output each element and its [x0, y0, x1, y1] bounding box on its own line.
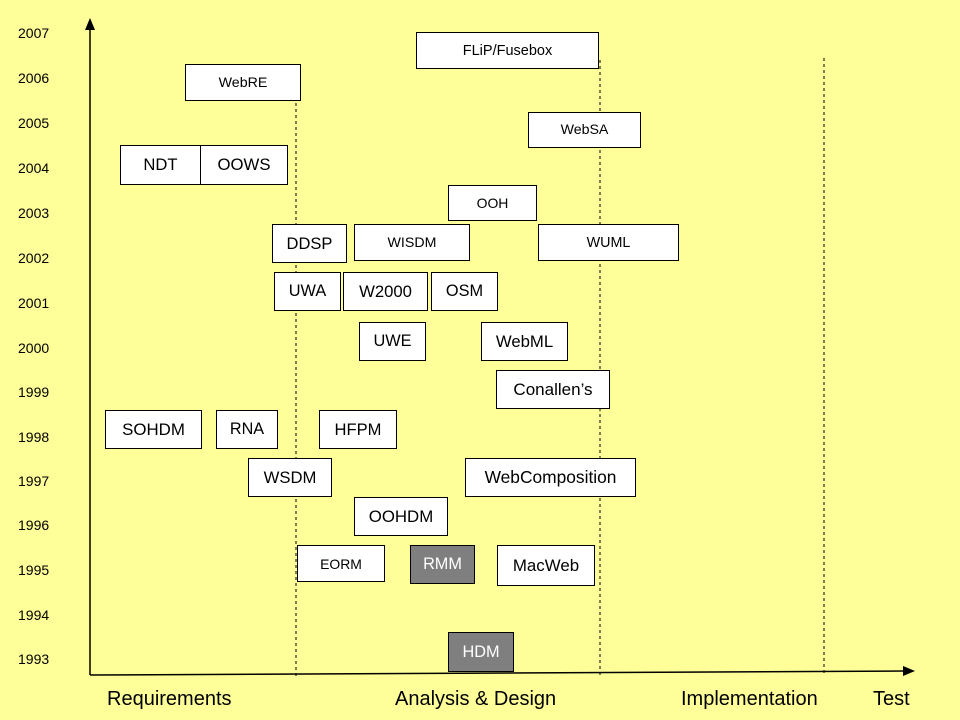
year-label: 2000	[18, 340, 50, 356]
year-label: 2003	[18, 205, 50, 221]
method-osm: OSM	[431, 272, 498, 311]
method-wisdm: WISDM	[354, 224, 470, 261]
method-wsdm: WSDM	[248, 458, 332, 497]
year-label: 2004	[18, 160, 50, 176]
method-rmm: RMM	[410, 545, 475, 584]
year-label: 1998	[18, 429, 50, 445]
year-label: 1997	[18, 473, 50, 489]
method-hfpm: HFPM	[319, 410, 397, 449]
method-webml: WebML	[481, 322, 568, 361]
method-webre: WebRE	[185, 64, 301, 101]
method-uwe: UWE	[359, 322, 426, 361]
method-macweb: MacWeb	[497, 545, 595, 586]
method-ooh: OOH	[448, 185, 537, 221]
year-label: 1995	[18, 562, 50, 578]
year-label: 2005	[18, 115, 50, 131]
method-uwa: UWA	[274, 272, 341, 311]
year-label: 2007	[18, 25, 50, 41]
method-sohdm: SOHDM	[105, 410, 202, 449]
phase-label-requirements: Requirements	[107, 688, 232, 710]
phase-label-test: Test	[873, 688, 910, 710]
method-websa: WebSA	[528, 112, 641, 148]
method-webcomposition: WebComposition	[465, 458, 636, 497]
phase-label-implementation: Implementation	[681, 688, 818, 710]
time-axis-arrowhead	[85, 18, 95, 30]
method-hdm: HDM	[448, 632, 514, 672]
year-label: 1993	[18, 651, 50, 667]
method-conallens: Conallen’s	[496, 370, 610, 409]
year-label: 1999	[18, 384, 50, 400]
year-label: 2001	[18, 295, 50, 311]
method-w2000: W2000	[343, 272, 428, 311]
phase-label-analysis-design: Analysis & Design	[395, 688, 557, 710]
year-label: 2002	[18, 250, 50, 266]
year-label: 1996	[18, 517, 50, 533]
method-eorm: EORM	[297, 545, 385, 582]
method-ddsp: DDSP	[272, 224, 347, 263]
method-rna: RNA	[216, 410, 278, 449]
year-label: 2006	[18, 70, 50, 86]
method-oows: OOWS	[200, 145, 288, 185]
method-wuml: WUML	[538, 224, 679, 261]
phase-axis	[89, 670, 905, 676]
method-oohdm: OOHDM	[354, 497, 448, 536]
year-label: 1994	[18, 607, 50, 623]
phase-axis-arrowhead	[903, 666, 915, 676]
method-ndt: NDT	[120, 145, 201, 185]
method-flip-fusebox: FLiP/Fusebox	[416, 32, 599, 69]
